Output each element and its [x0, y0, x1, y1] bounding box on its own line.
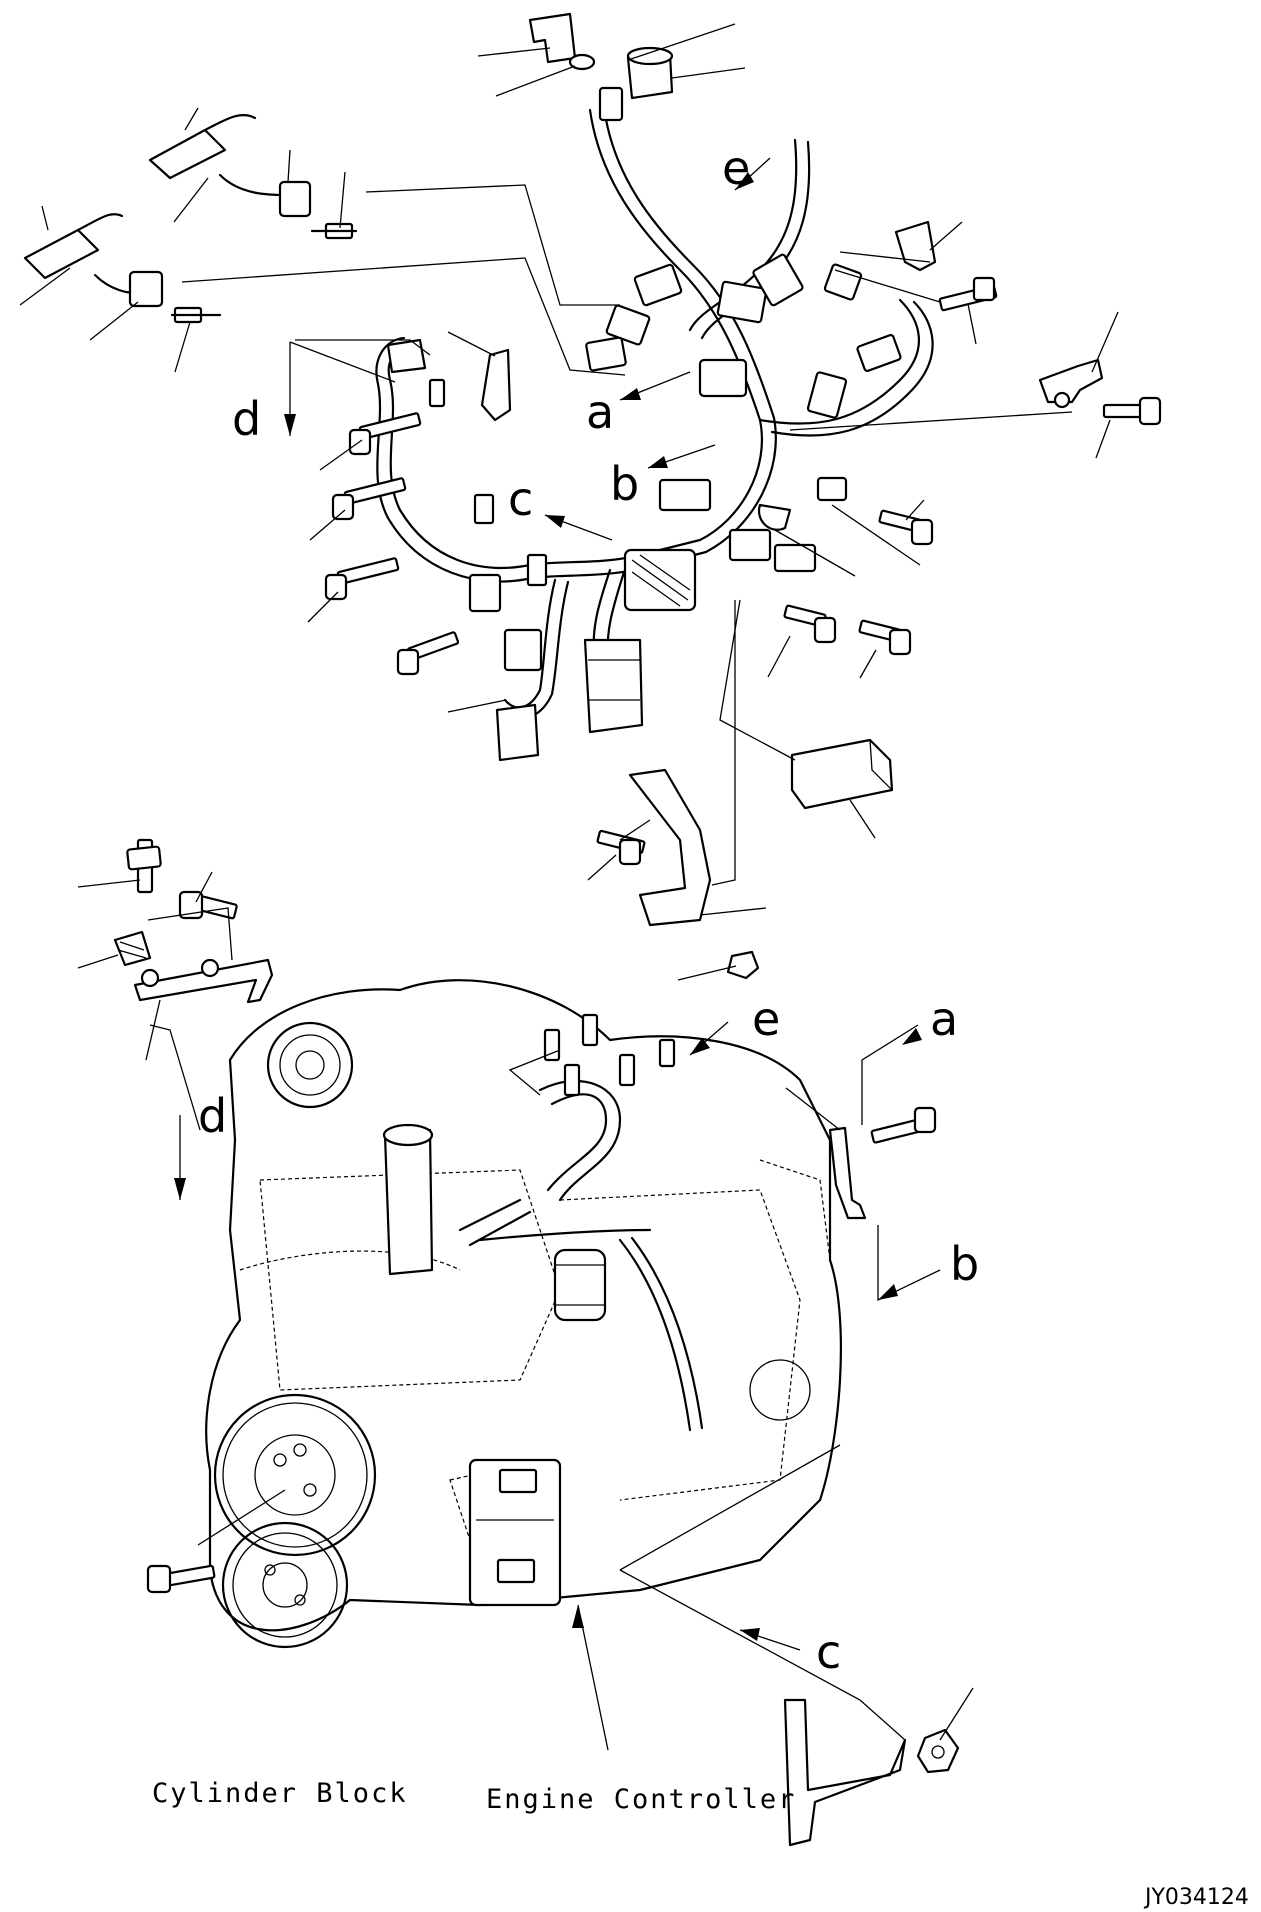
- ref-label-d-top: d: [232, 392, 261, 446]
- bolt-left-4: [396, 631, 460, 676]
- reference-arrows: [174, 157, 941, 1751]
- sensor-assemblies: [23, 113, 358, 324]
- wiring-harness-assembly: [375, 86, 934, 762]
- bolt-right-3: [858, 619, 912, 656]
- bolt-left-1: [348, 412, 422, 456]
- bolt-mid: [596, 829, 646, 866]
- ref-label-b-top: b: [610, 457, 639, 511]
- ref-label-c-top: c: [508, 472, 533, 526]
- ref-label-e-top: e: [722, 141, 750, 195]
- ref-label-e-bottom: e: [752, 992, 780, 1046]
- brackets-and-bolts-top: [324, 220, 1162, 980]
- ref-label-a-top: a: [586, 385, 614, 439]
- engine-block: [146, 979, 960, 1847]
- reference-letters: e a b c d e a b c d: [198, 141, 979, 1679]
- caps: [528, 12, 674, 100]
- figure-code: JY034124: [1143, 1885, 1249, 1910]
- ref-label-c-bottom: c: [816, 1625, 841, 1679]
- ref-label-a-bottom: a: [930, 992, 958, 1046]
- caption-engine-controller: Engine Controller: [486, 1784, 796, 1815]
- caption-cylinder-block: Cylinder Block: [152, 1778, 408, 1809]
- ref-label-d-bottom: d: [198, 1089, 227, 1143]
- bolt-b: [1102, 396, 1162, 426]
- leader-lines: [19, 23, 1119, 1741]
- bolt-left-2: [331, 477, 407, 521]
- bolt-a: [938, 276, 998, 312]
- bolt-right-1: [878, 509, 934, 546]
- mount-plate-left: [113, 838, 274, 1004]
- bolt-left-3: [324, 557, 400, 601]
- bolt-right-2: [783, 604, 837, 644]
- ref-label-b-bottom: b: [950, 1237, 979, 1291]
